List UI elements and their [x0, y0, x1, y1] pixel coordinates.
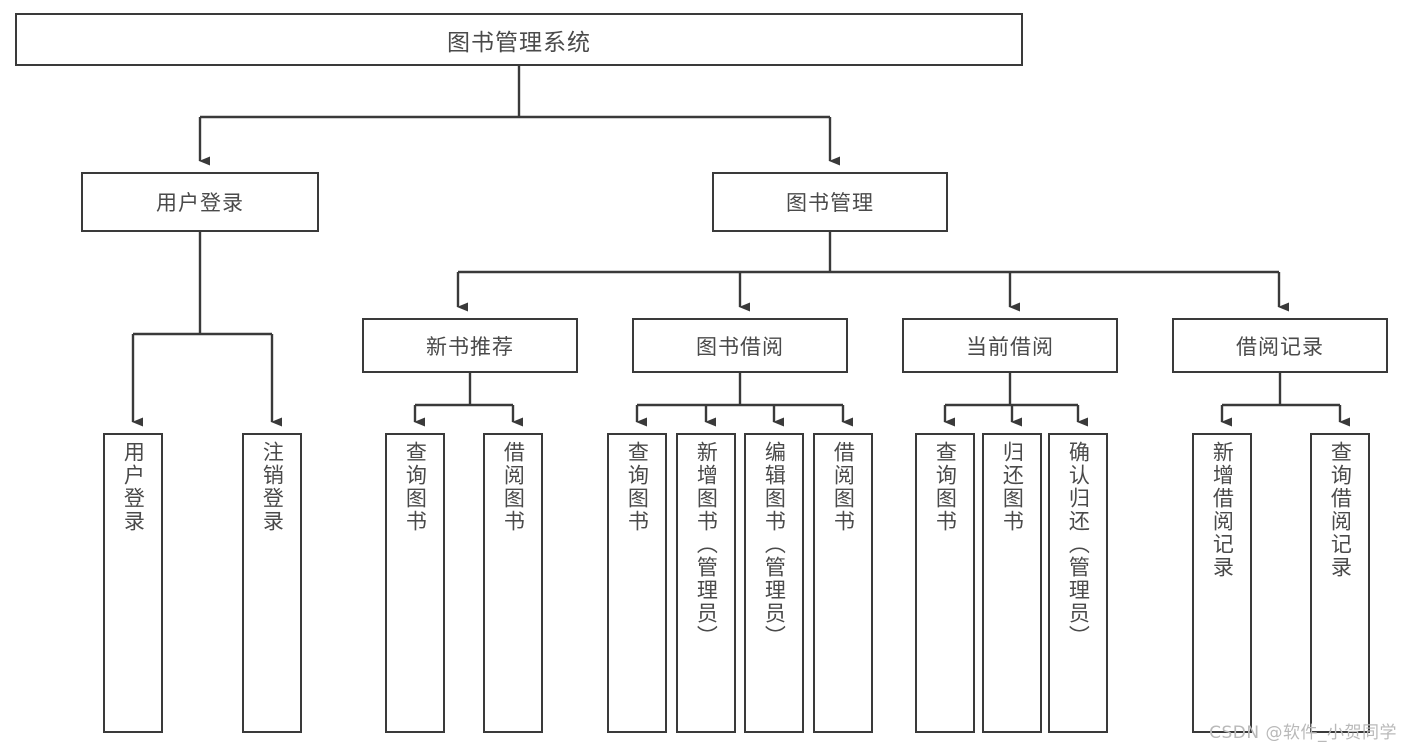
node-leaf-query-book-1-label: 查询图书 [403, 441, 428, 533]
node-new-book-recommend-label: 新书推荐 [426, 334, 514, 359]
node-borrow-record[interactable]: 借阅记录 [1172, 318, 1388, 373]
node-leaf-query-book-3[interactable]: 查询图书 [915, 433, 975, 733]
node-leaf-add-book[interactable]: 新增图书（管理员） [676, 433, 736, 733]
node-leaf-user-login[interactable]: 用户登录 [103, 433, 163, 733]
node-leaf-user-login-label: 用户登录 [121, 441, 146, 533]
node-current-borrow-label: 当前借阅 [966, 334, 1054, 359]
node-leaf-query-record[interactable]: 查询借阅记录 [1310, 433, 1370, 733]
node-book-manage-label: 图书管理 [786, 191, 874, 215]
node-leaf-query-book-2-label: 查询图书 [625, 441, 650, 533]
node-leaf-return-book-label: 归还图书 [1000, 441, 1025, 533]
node-leaf-add-book-label: 新增图书（管理员） [694, 441, 719, 648]
node-leaf-confirm-return[interactable]: 确认归还（管理员） [1048, 433, 1108, 733]
node-book-borrow-label: 图书借阅 [696, 334, 784, 359]
node-book-manage[interactable]: 图书管理 [712, 172, 948, 232]
node-leaf-query-book-1[interactable]: 查询图书 [385, 433, 445, 733]
node-root[interactable]: 图书管理系统 [15, 13, 1023, 66]
node-leaf-borrow-book-1-label: 借阅图书 [501, 441, 526, 533]
node-new-book-recommend[interactable]: 新书推荐 [362, 318, 578, 373]
csdn-watermark: CSDN @软件_小贺同学 [1209, 723, 1397, 743]
node-user-login[interactable]: 用户登录 [81, 172, 319, 232]
node-root-label: 图书管理系统 [447, 29, 591, 56]
node-leaf-borrow-book-2[interactable]: 借阅图书 [813, 433, 873, 733]
node-leaf-query-book-2[interactable]: 查询图书 [607, 433, 667, 733]
node-leaf-borrow-book-1[interactable]: 借阅图书 [483, 433, 543, 733]
node-leaf-confirm-return-label: 确认归还（管理员） [1066, 441, 1091, 648]
node-leaf-logout-label: 注销登录 [260, 441, 285, 533]
node-current-borrow[interactable]: 当前借阅 [902, 318, 1118, 373]
node-leaf-add-record-label: 新增借阅记录 [1210, 441, 1235, 579]
node-user-login-label: 用户登录 [156, 191, 244, 215]
node-leaf-edit-book[interactable]: 编辑图书（管理员） [744, 433, 804, 733]
node-leaf-query-record-label: 查询借阅记录 [1328, 441, 1353, 579]
node-leaf-logout[interactable]: 注销登录 [242, 433, 302, 733]
node-leaf-borrow-book-2-label: 借阅图书 [831, 441, 856, 533]
node-leaf-add-record[interactable]: 新增借阅记录 [1192, 433, 1252, 733]
node-borrow-record-label: 借阅记录 [1236, 334, 1324, 359]
node-book-borrow[interactable]: 图书借阅 [632, 318, 848, 373]
node-leaf-query-book-3-label: 查询图书 [933, 441, 958, 533]
node-leaf-edit-book-label: 编辑图书（管理员） [762, 441, 787, 648]
node-leaf-return-book[interactable]: 归还图书 [982, 433, 1042, 733]
